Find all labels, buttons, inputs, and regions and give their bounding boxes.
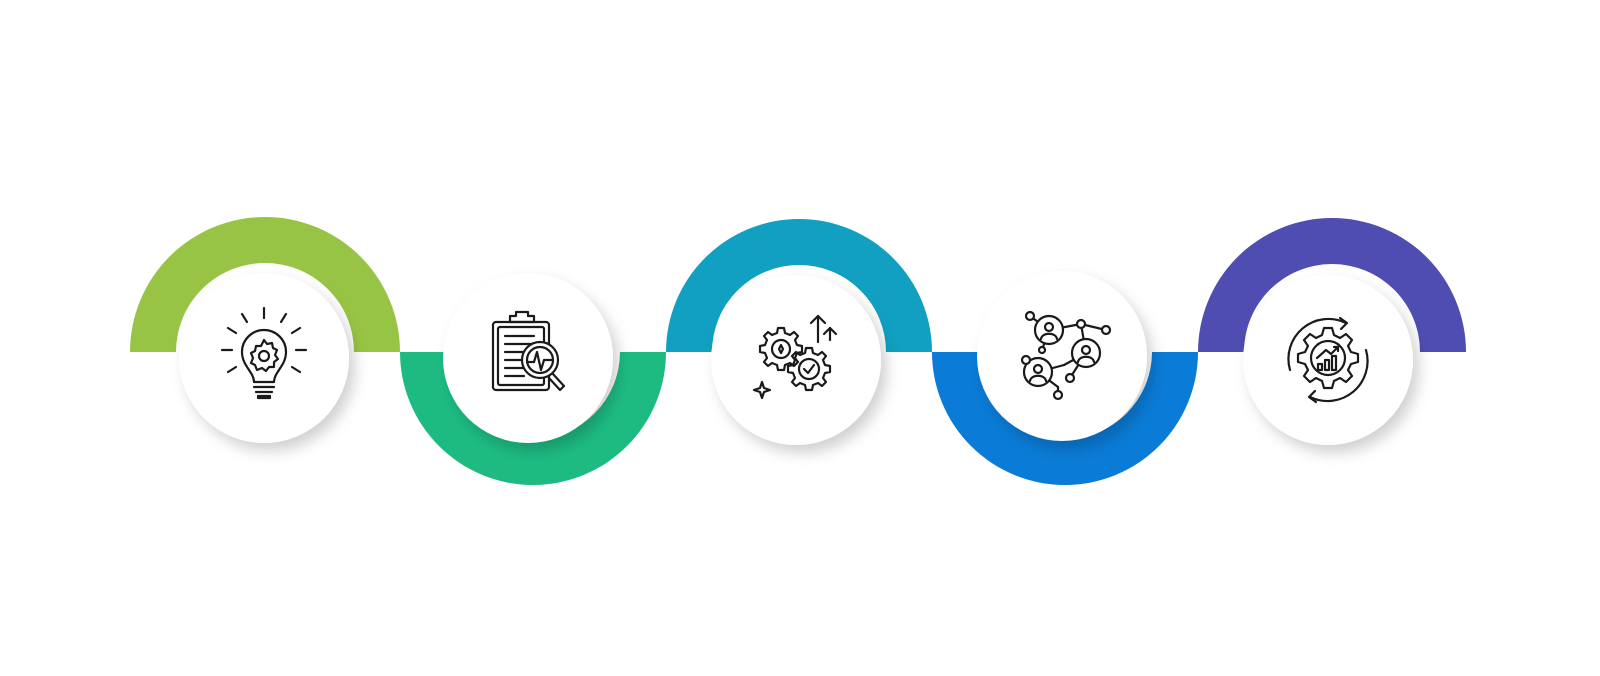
step-1-arc (130, 217, 400, 352)
clipboard-analysis-icon (491, 310, 566, 392)
step-3-arc (666, 219, 932, 352)
gear-cycle-chart-icon (1287, 316, 1369, 404)
gears-growth-icon (752, 314, 838, 400)
step-1-circle (179, 273, 349, 443)
people-network-icon (1020, 310, 1112, 401)
step-4-circle (977, 271, 1147, 441)
step-5-arc (1198, 218, 1466, 352)
step-4-arc (932, 352, 1198, 485)
step-2-arc (400, 352, 666, 485)
lightbulb-gear-icon (220, 306, 308, 400)
